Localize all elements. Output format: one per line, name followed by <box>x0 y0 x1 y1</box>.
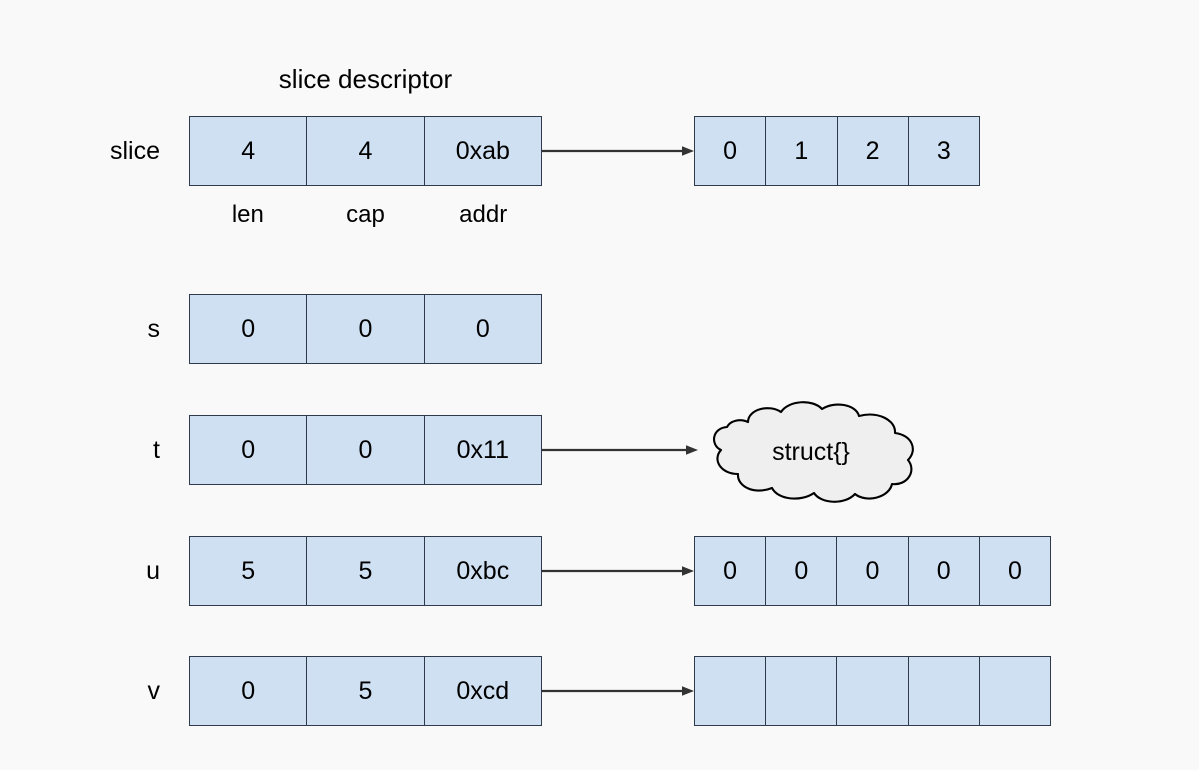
zero-size-struct-cloud: struct{} <box>688 400 920 504</box>
array-cell: 0 <box>908 537 980 605</box>
slice-row-v: v 0 5 0xcd <box>0 656 1199 726</box>
array-cell: 3 <box>908 117 979 185</box>
pointer-arrow-t <box>542 444 698 456</box>
descriptor-cell-cap: 0 <box>307 295 425 363</box>
array-cell <box>908 657 980 725</box>
descriptor-cell-cap: 0 <box>307 416 425 484</box>
array-cell: 0 <box>837 537 909 605</box>
descriptor-slice: 4 4 0xab <box>189 116 542 186</box>
descriptor-cell-cap: 5 <box>307 657 425 725</box>
row-label-s: s <box>147 315 161 343</box>
descriptor-cell-cap: 4 <box>307 117 425 185</box>
descriptor-v: 0 5 0xcd <box>189 656 542 726</box>
array-cell: 0 <box>766 537 838 605</box>
slice-row-u: u 5 5 0xbc 0 0 0 0 0 <box>0 536 1199 606</box>
descriptor-s: 0 0 0 <box>189 294 542 364</box>
descriptor-cell-len: 0 <box>190 416 308 484</box>
cloud-label: struct{} <box>772 438 850 466</box>
descriptor-cell-addr: 0xbc <box>424 537 541 605</box>
row-label-v: v <box>147 677 161 705</box>
field-caption-cap: cap <box>346 201 385 228</box>
array-cell: 0 <box>695 537 767 605</box>
descriptor-cell-addr: 0 <box>424 295 541 363</box>
pointer-arrow-v <box>542 685 694 697</box>
descriptor-cell-addr: 0xcd <box>424 657 541 725</box>
field-caption-addr: addr <box>459 201 508 228</box>
descriptor-cell-len: 5 <box>190 537 308 605</box>
array-cell: 2 <box>837 117 909 185</box>
page-title: slice descriptor <box>278 64 453 94</box>
row-label-slice: slice <box>109 137 160 165</box>
descriptor-cell-addr: 0x11 <box>424 416 541 484</box>
pointer-arrow-u <box>542 565 694 577</box>
backing-array-v <box>694 656 1051 726</box>
array-cell <box>766 657 838 725</box>
row-label-t: t <box>153 436 160 464</box>
array-cell <box>979 657 1051 725</box>
row-label-u: u <box>146 557 160 585</box>
field-caption-len: len <box>231 201 264 228</box>
array-cell <box>837 657 909 725</box>
slice-row-s: s 0 0 0 <box>0 294 1199 364</box>
descriptor-cell-len: 0 <box>190 295 308 363</box>
array-cell: 0 <box>695 117 767 185</box>
descriptor-field-captions: len cap addr <box>189 200 542 230</box>
pointer-arrow-slice <box>542 145 694 157</box>
array-cell <box>695 657 767 725</box>
slice-row-t: t 0 0 0x11 struct{} <box>0 401 1199 503</box>
array-cell: 0 <box>979 537 1051 605</box>
descriptor-t: 0 0 0x11 <box>189 415 542 485</box>
slice-row-slice: slice 4 4 0xab 0 1 2 3 <box>0 116 1199 186</box>
descriptor-cell-len: 0 <box>190 657 308 725</box>
descriptor-u: 5 5 0xbc <box>189 536 542 606</box>
backing-array-u: 0 0 0 0 0 <box>694 536 1051 606</box>
descriptor-cell-cap: 5 <box>307 537 425 605</box>
descriptor-cell-len: 4 <box>190 117 308 185</box>
array-cell: 1 <box>766 117 838 185</box>
backing-array-slice: 0 1 2 3 <box>694 116 980 186</box>
descriptor-cell-addr: 0xab <box>424 117 541 185</box>
